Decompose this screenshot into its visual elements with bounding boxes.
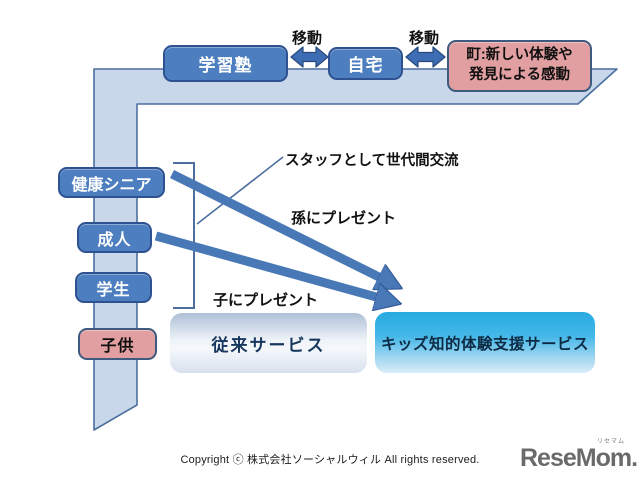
node-juku: 学習塾 [163, 45, 288, 82]
label-gift-child: 子にプレゼント [213, 292, 319, 309]
label-move-right: 移動 [408, 30, 439, 47]
resemom-logo-ruby: リセマム [596, 439, 625, 445]
node-student: 学生 [75, 272, 152, 303]
group-bracket [173, 162, 195, 309]
node-adult-label: 成人 [97, 231, 132, 249]
node-child-label: 子供 [100, 338, 135, 355]
node-student-label: 学生 [96, 281, 131, 299]
label-staff-exchange: スタッフとして世代間交流 [285, 153, 459, 169]
flow-ribbon [93, 68, 618, 431]
copyright-text: Copyright ⓒ 株式会社ソーシャルウィル All rights rese… [180, 454, 480, 466]
label-move-left: 移動 [291, 30, 322, 47]
conventional-service-label: 従来サービス [211, 335, 326, 355]
resemom-logo-word: ReseMom. [520, 444, 638, 472]
node-home-label: 自宅 [347, 56, 384, 75]
move-arrow-home-town [405, 46, 446, 68]
move-arrow-juku-home [290, 46, 329, 68]
node-juku-label: 学習塾 [198, 56, 253, 75]
box-conventional-service: 従来サービス [170, 313, 367, 373]
label-gift-grandchild: 孫にプレゼント [291, 210, 397, 227]
node-town-label: 町:新しい体験や 発見による感動 [466, 47, 573, 83]
node-senior: 健康シニア [58, 167, 165, 198]
node-town: 町:新しい体験や 発見による感動 [447, 40, 592, 92]
box-kids-service: キッズ知的体験支援サービス [375, 312, 595, 373]
staff-callout-line [196, 156, 284, 225]
node-senior-label: 健康シニア [71, 176, 152, 194]
resemom-logo: リセマム ReseMom. [520, 439, 638, 472]
node-home: 自宅 [328, 47, 403, 80]
node-child: 子供 [78, 328, 157, 360]
kids-service-label: キッズ知的体験支援サービス [380, 335, 589, 353]
node-adult: 成人 [77, 222, 152, 253]
